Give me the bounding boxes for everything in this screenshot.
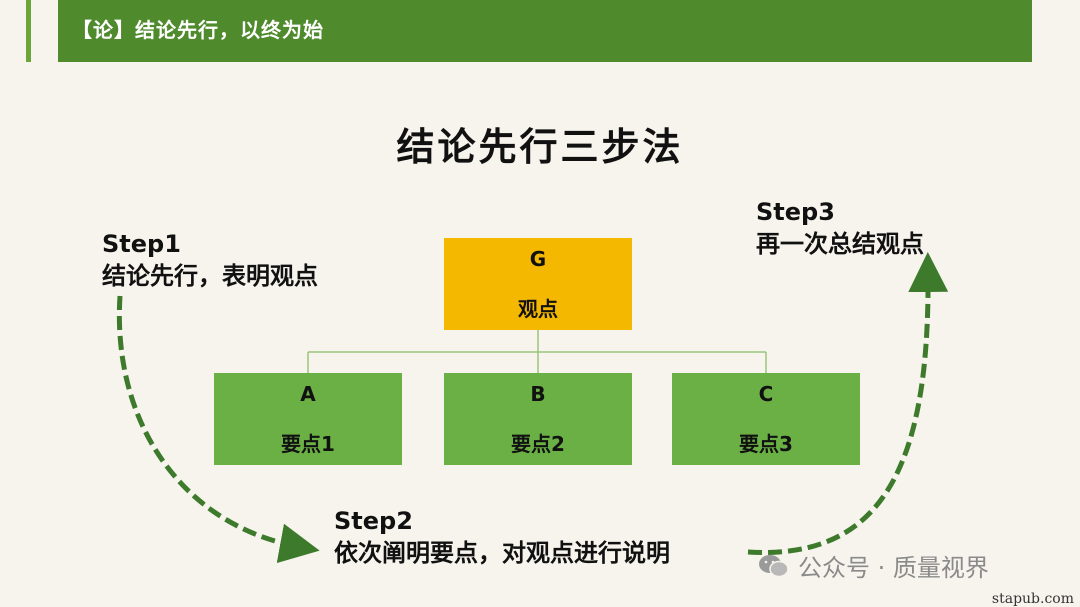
box-a-letter: A: [300, 381, 316, 406]
header-bar: [58, 0, 1032, 62]
header-accent-bar: [26, 0, 31, 62]
step3-title: Step3: [756, 198, 835, 226]
step3-desc: 再一次总结观点: [756, 230, 924, 258]
step3-label: Step3 再一次总结观点: [756, 196, 924, 260]
step2-title: Step2: [334, 507, 413, 535]
footer-site-mark: stapub.com: [991, 591, 1074, 607]
step2-label: Step2 依次阐明要点，对观点进行说明: [334, 505, 670, 569]
box-b-letter: B: [530, 381, 546, 406]
box-point-b: B 要点2: [444, 373, 632, 465]
box-c-letter: C: [758, 381, 774, 406]
wechat-icon: [758, 553, 790, 579]
step2-desc: 依次阐明要点，对观点进行说明: [334, 539, 670, 567]
box-a-label: 要点1: [281, 431, 335, 456]
box-g-letter: G: [529, 246, 547, 271]
box-c-label: 要点3: [739, 431, 793, 456]
step1-title: Step1: [102, 230, 181, 258]
step1-desc: 结论先行，表明观点: [102, 262, 318, 290]
arrow-step1-to-step2: [116, 295, 320, 564]
box-g-label: 观点: [518, 296, 558, 321]
box-point-a: A 要点1: [214, 373, 402, 465]
box-viewpoint-g: G 观点: [444, 238, 632, 330]
box-point-c: C 要点3: [672, 373, 860, 465]
watermark: 公众号 · 质量视界: [758, 548, 989, 583]
watermark-text: 公众号 · 质量视界: [798, 554, 989, 582]
header-title: 【论】结论先行，以终为始: [72, 18, 324, 42]
box-b-label: 要点2: [511, 431, 565, 456]
step1-label: Step1 结论先行，表明观点: [102, 228, 318, 292]
arrow-step2-to-step3: [747, 252, 949, 555]
main-title: 结论先行三步法: [396, 125, 684, 169]
